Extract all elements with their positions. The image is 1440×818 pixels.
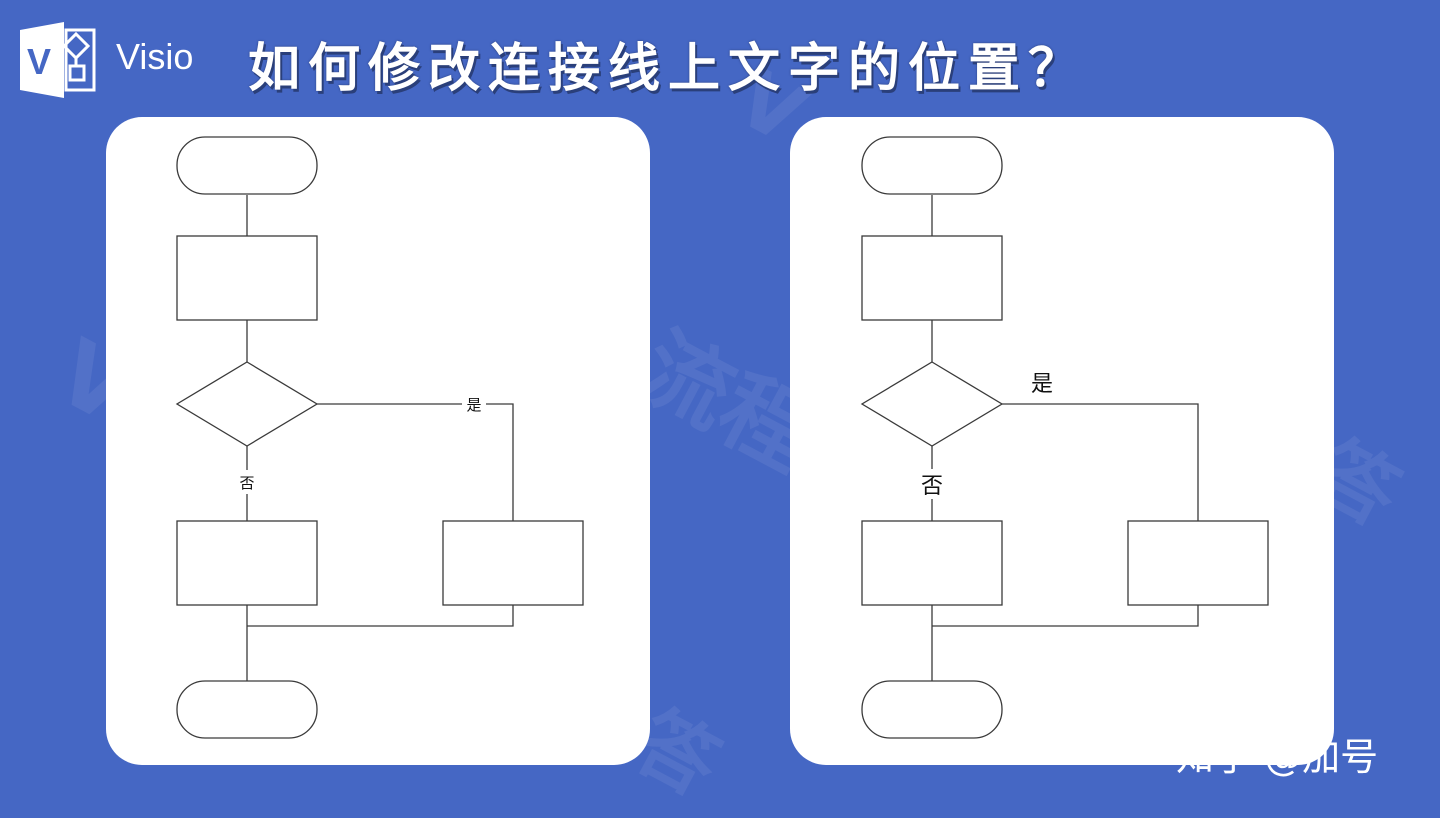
page-title: 如何修改连接线上文字的位置？ [248,39,1089,99]
app-name: Visio [116,36,194,77]
no-branch-process-box[interactable] [176,520,318,606]
start-terminator[interactable] [861,136,1003,195]
start-terminator[interactable] [176,136,318,195]
yes-branch-process-box[interactable] [1127,520,1269,606]
yes-branch-process-box[interactable] [442,520,584,606]
svg-text:V: V [27,41,51,82]
connector-merge[interactable] [932,605,1199,627]
process-box[interactable] [861,235,1003,321]
decision-diamond[interactable] [860,361,1004,447]
connector-merge[interactable] [247,605,514,627]
end-terminator[interactable] [176,680,318,739]
no-label[interactable]: 否 [921,474,943,499]
flowchart-panel-right: 是 否 [790,117,1334,765]
no-label[interactable]: 否 [239,474,254,492]
yes-label[interactable]: 是 [1031,372,1053,397]
visio-logo-icon: V [18,22,96,98]
connector-decision-yes[interactable] [317,403,514,521]
flowchart-panel-left: 是 否 [106,117,650,765]
yes-label[interactable]: 是 [466,396,481,414]
connector-decision-yes[interactable] [1002,403,1199,521]
author-credit: 知乎 @加号 [1176,735,1379,779]
end-terminator[interactable] [861,680,1003,739]
no-branch-process-box[interactable] [861,520,1003,606]
process-box[interactable] [176,235,318,321]
decision-diamond[interactable] [175,361,319,447]
